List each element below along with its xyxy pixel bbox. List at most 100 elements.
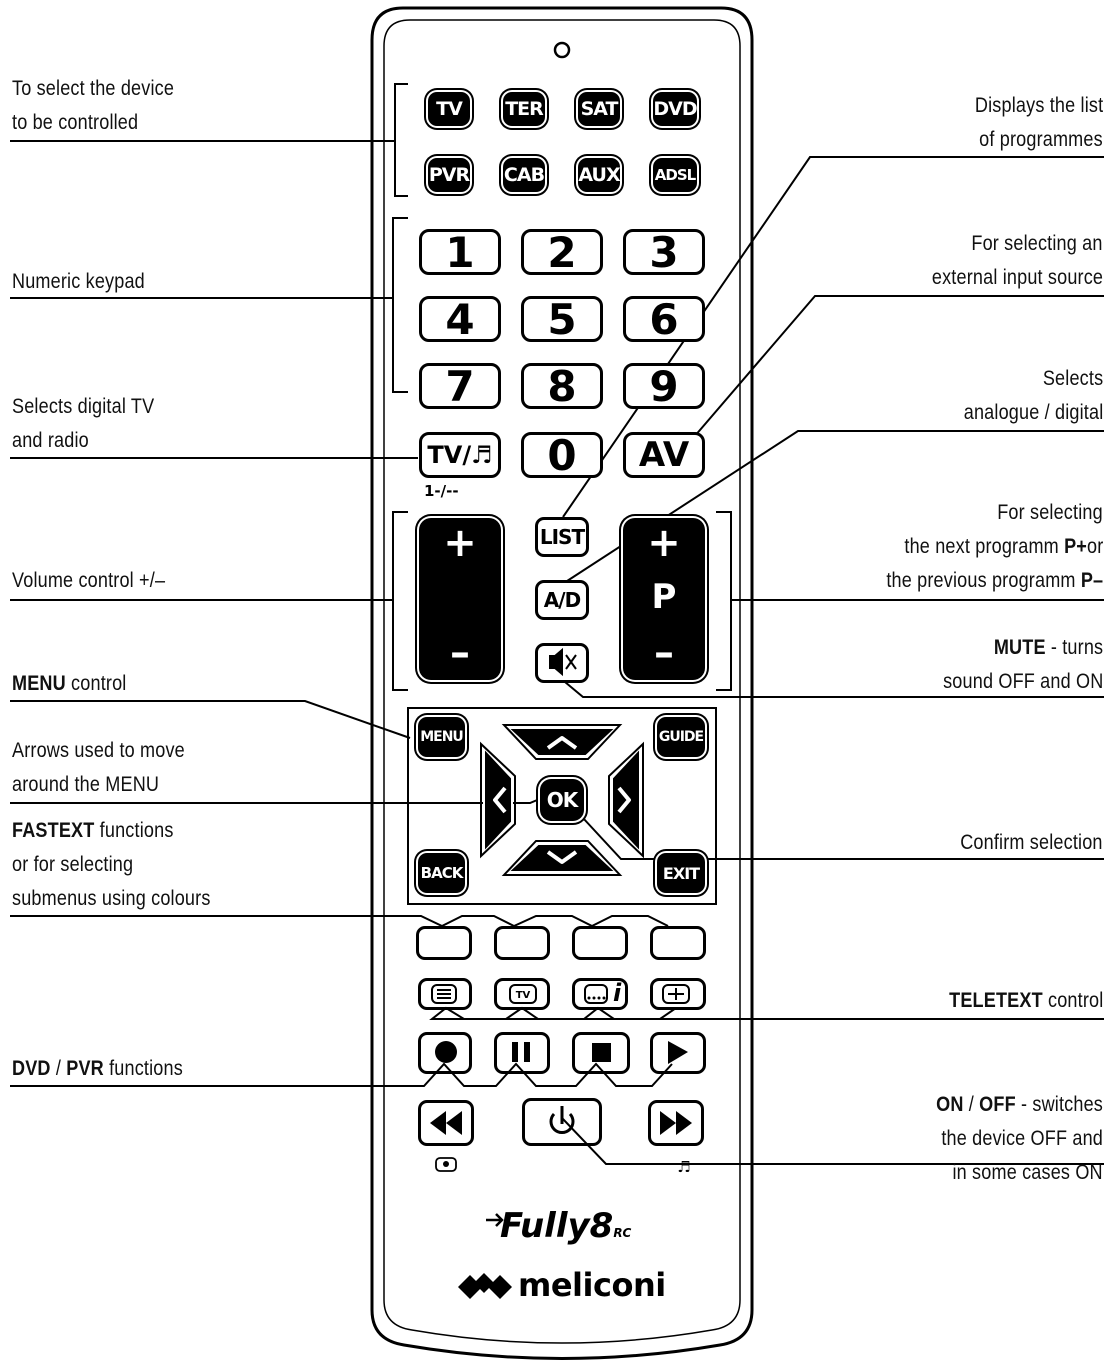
label-prog-line3: the previous programm P– [886, 564, 1103, 598]
label-onoff-bold-off: OFF [979, 1093, 1016, 1116]
eye-icon [436, 1158, 456, 1171]
back-button[interactable]: BACK [418, 853, 465, 893]
label-mute-bold: MUTE [993, 636, 1046, 659]
label-arrows-line1: Arrows used to move [12, 739, 185, 762]
exit-button[interactable]: EXIT [657, 853, 705, 893]
label-onoff-line2: the device OFF and [941, 1127, 1103, 1150]
tv-radio-button[interactable]: TV/♬ [419, 432, 501, 478]
mute-button[interactable] [535, 643, 589, 683]
pause-button[interactable] [494, 1032, 550, 1074]
teletext-button[interactable] [418, 978, 472, 1010]
programme-down-button[interactable]: – [654, 630, 674, 676]
brand-maker-logo: meliconi [518, 1266, 666, 1304]
label-mute-line1: MUTE - turns [994, 631, 1103, 665]
label-fastext-rest: functions [94, 819, 174, 842]
device-button-cab[interactable]: CAB [503, 158, 545, 192]
label-dvd-bold: DVD [12, 1057, 51, 1080]
rewind-button[interactable] [418, 1100, 474, 1146]
teletext-tv-button[interactable] [494, 978, 550, 1010]
menu-button[interactable]: MENU [418, 717, 465, 757]
programme-up-button[interactable]: + [647, 520, 681, 566]
device-button-tv[interactable]: TV [428, 92, 470, 126]
label-teletext-rest: control [1042, 989, 1103, 1012]
record-button[interactable] [418, 1032, 472, 1074]
device-button-sat[interactable]: SAT [578, 92, 620, 126]
digit-toggle-label: 1-/-- [424, 482, 459, 500]
label-pvr-bold: PVR [66, 1057, 104, 1080]
label-dvd-pvr: DVD / PVR functions [12, 1052, 183, 1086]
ad-button[interactable]: A/D [535, 580, 589, 620]
number-button-2[interactable]: 2 [521, 228, 603, 277]
fastext-button-3[interactable] [572, 926, 628, 960]
label-digital-tv-line2: and radio [12, 429, 89, 452]
teletext-info-button[interactable]: i [572, 978, 628, 1010]
label-onoff-sep: / [963, 1093, 980, 1116]
number-button-8[interactable]: 8 [521, 362, 603, 411]
fastext-button-4[interactable] [650, 926, 706, 960]
volume-up-button[interactable]: + [443, 520, 477, 566]
device-button-adsl[interactable]: ADSL [653, 158, 697, 192]
number-button-5[interactable]: 5 [521, 295, 603, 344]
label-fastext-line3: submenus using colours [12, 887, 211, 910]
arrow-right-button[interactable] [608, 748, 642, 852]
number-button-1[interactable]: 1 [419, 228, 501, 277]
label-numeric-keypad: Numeric keypad [12, 270, 145, 293]
label-onoff-line3: in some cases ON [952, 1161, 1103, 1184]
arrow-left-button[interactable] [482, 748, 516, 852]
label-teletext-control: TELETEXT control [949, 984, 1103, 1018]
device-button-ter[interactable]: TER [503, 92, 545, 126]
stop-button[interactable] [572, 1032, 630, 1074]
teletext-size-button[interactable] [650, 978, 706, 1010]
device-button-aux[interactable]: AUX [578, 158, 621, 192]
music-note-icon [676, 1158, 692, 1174]
device-button-dvd[interactable]: DVD [653, 92, 698, 126]
label-fastext-bold: FASTEXT [12, 819, 95, 842]
av-button[interactable]: AV [623, 432, 705, 478]
label-fastext-line1: FASTEXT functions [12, 814, 174, 848]
number-button-3[interactable]: 3 [623, 228, 705, 277]
label-prog-line2-post: or [1086, 535, 1103, 558]
svg-text:♬: ♬ [677, 1158, 690, 1176]
label-fastext-line2: or for selecting [12, 853, 134, 876]
list-button[interactable]: LIST [535, 517, 589, 557]
label-onoff-rest: - switches [1015, 1093, 1103, 1116]
number-button-0[interactable]: 0 [521, 431, 603, 480]
brand-model-suffix: RC [613, 1226, 632, 1240]
svg-text:TV: TV [516, 990, 531, 1001]
number-button-4[interactable]: 4 [419, 295, 501, 344]
label-prog-line1: For selecting [997, 501, 1103, 524]
label-digital-tv-line1: Selects digital TV [12, 395, 155, 418]
play-button[interactable] [650, 1032, 706, 1074]
label-external-line2: external input source [931, 266, 1103, 289]
label-mute-line2: sound OFF and ON [942, 670, 1103, 693]
label-analogue-line2: analogue / digital [963, 401, 1103, 424]
label-arrows-line2: around the MENU [12, 773, 160, 796]
label-dvd-sep: / [50, 1057, 67, 1080]
info-icon: i [613, 979, 622, 1007]
label-device-select-line1: To select the device [12, 77, 175, 100]
label-prog-line2: the next programm P+or [904, 530, 1103, 564]
power-button[interactable] [522, 1098, 602, 1146]
number-button-6[interactable]: 6 [623, 295, 705, 344]
label-confirm-selection: Confirm selection [960, 831, 1103, 854]
label-prog-line2-pre: the next programm [903, 535, 1064, 558]
device-button-pvr[interactable]: PVR [428, 158, 470, 192]
ok-button[interactable]: OK [540, 779, 584, 821]
fastext-button-2[interactable] [494, 926, 550, 960]
programme-p-label: P [651, 577, 677, 617]
fast-forward-button[interactable] [648, 1100, 704, 1146]
label-mute-rest: - turns [1045, 636, 1103, 659]
label-onoff-line1: ON / OFF - switches [936, 1088, 1103, 1122]
label-menu-rest: control [65, 672, 127, 695]
label-menu-bold: MENU [12, 672, 66, 695]
volume-down-button[interactable]: – [450, 630, 470, 676]
volume-rocker[interactable] [419, 518, 501, 680]
fastext-button-1[interactable] [416, 926, 472, 960]
label-volume-control: Volume control +/– [12, 569, 166, 592]
number-button-9[interactable]: 9 [623, 362, 705, 411]
number-button-7[interactable]: 7 [419, 362, 501, 411]
label-prog-prev-bold: P– [1080, 569, 1103, 592]
guide-button[interactable]: GUIDE [657, 717, 705, 757]
programme-rocker[interactable] [623, 518, 705, 680]
brand-model-logo: Fully8RC [500, 1206, 631, 1246]
